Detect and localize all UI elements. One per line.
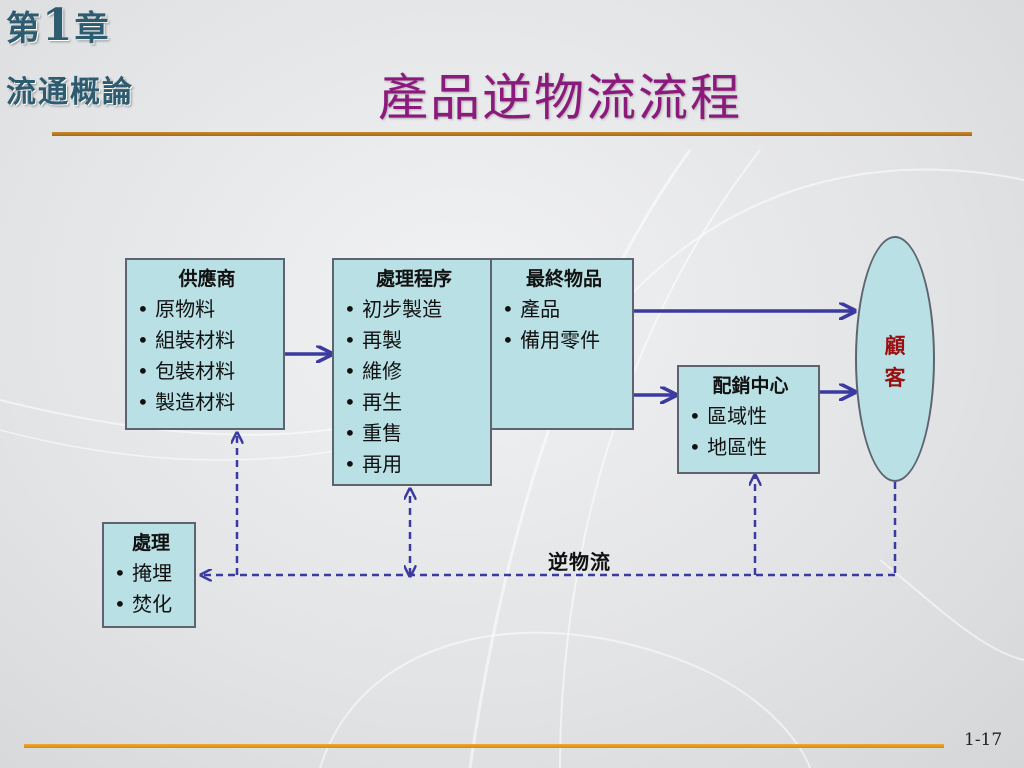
supplier-item: 原物料 <box>137 294 277 325</box>
distribution-center-box: 配銷中心 區域性 地區性 <box>677 365 820 474</box>
processing-item: 重售 <box>344 418 484 449</box>
supplier-heading: 供應商 <box>178 268 236 290</box>
supplier-item: 包裝材料 <box>137 356 277 387</box>
customer-label-line: 客 <box>884 365 906 390</box>
final-goods-item: 產品 <box>502 294 626 325</box>
disposal-heading: 處理 <box>131 532 170 554</box>
title-underline <box>52 132 972 136</box>
supplier-box: 供應商 原物料 組裝材料 包裝材料 製造材料 <box>125 258 285 430</box>
final-goods-item: 備用零件 <box>502 325 626 356</box>
chapter-number: 1 <box>42 0 75 51</box>
processing-box: 處理程序 初步製造 再製 維修 再生 重售 再用 <box>332 258 492 486</box>
supplier-item: 製造材料 <box>137 387 277 418</box>
processing-item: 再用 <box>344 449 484 480</box>
distribution-heading: 配銷中心 <box>712 375 789 397</box>
final-goods-heading: 最終物品 <box>525 268 602 290</box>
slide-title: 產品逆物流流程 <box>378 69 742 127</box>
supplier-item: 組裝材料 <box>137 325 277 356</box>
disposal-item: 掩埋 <box>114 558 188 589</box>
distribution-item: 區域性 <box>689 401 812 432</box>
distribution-item: 地區性 <box>689 432 812 463</box>
page-number: 1-17 <box>964 730 1003 750</box>
final-goods-box: 最終物品 產品 備用零件 <box>490 258 634 430</box>
disposal-item: 焚化 <box>114 589 188 620</box>
processing-item: 初步製造 <box>344 294 484 325</box>
processing-item: 再製 <box>344 325 484 356</box>
footer-rule <box>24 744 944 748</box>
chapter-badge: 第1章 流通概論 <box>6 4 134 113</box>
customer-label-line: 顧 <box>884 333 906 358</box>
chapter-suffix: 章 <box>74 9 111 49</box>
customer-ellipse <box>855 236 935 482</box>
chapter-prefix: 第 <box>6 9 42 49</box>
processing-item: 再生 <box>344 387 484 418</box>
chapter-name: 流通概論 <box>6 75 134 110</box>
processing-heading: 處理程序 <box>375 268 452 290</box>
customer-label: 顧 客 <box>871 330 919 394</box>
disposal-box: 處理 掩埋 焚化 <box>102 522 196 628</box>
processing-item: 維修 <box>344 356 484 387</box>
reverse-flow-label: 逆物流 <box>548 550 611 574</box>
